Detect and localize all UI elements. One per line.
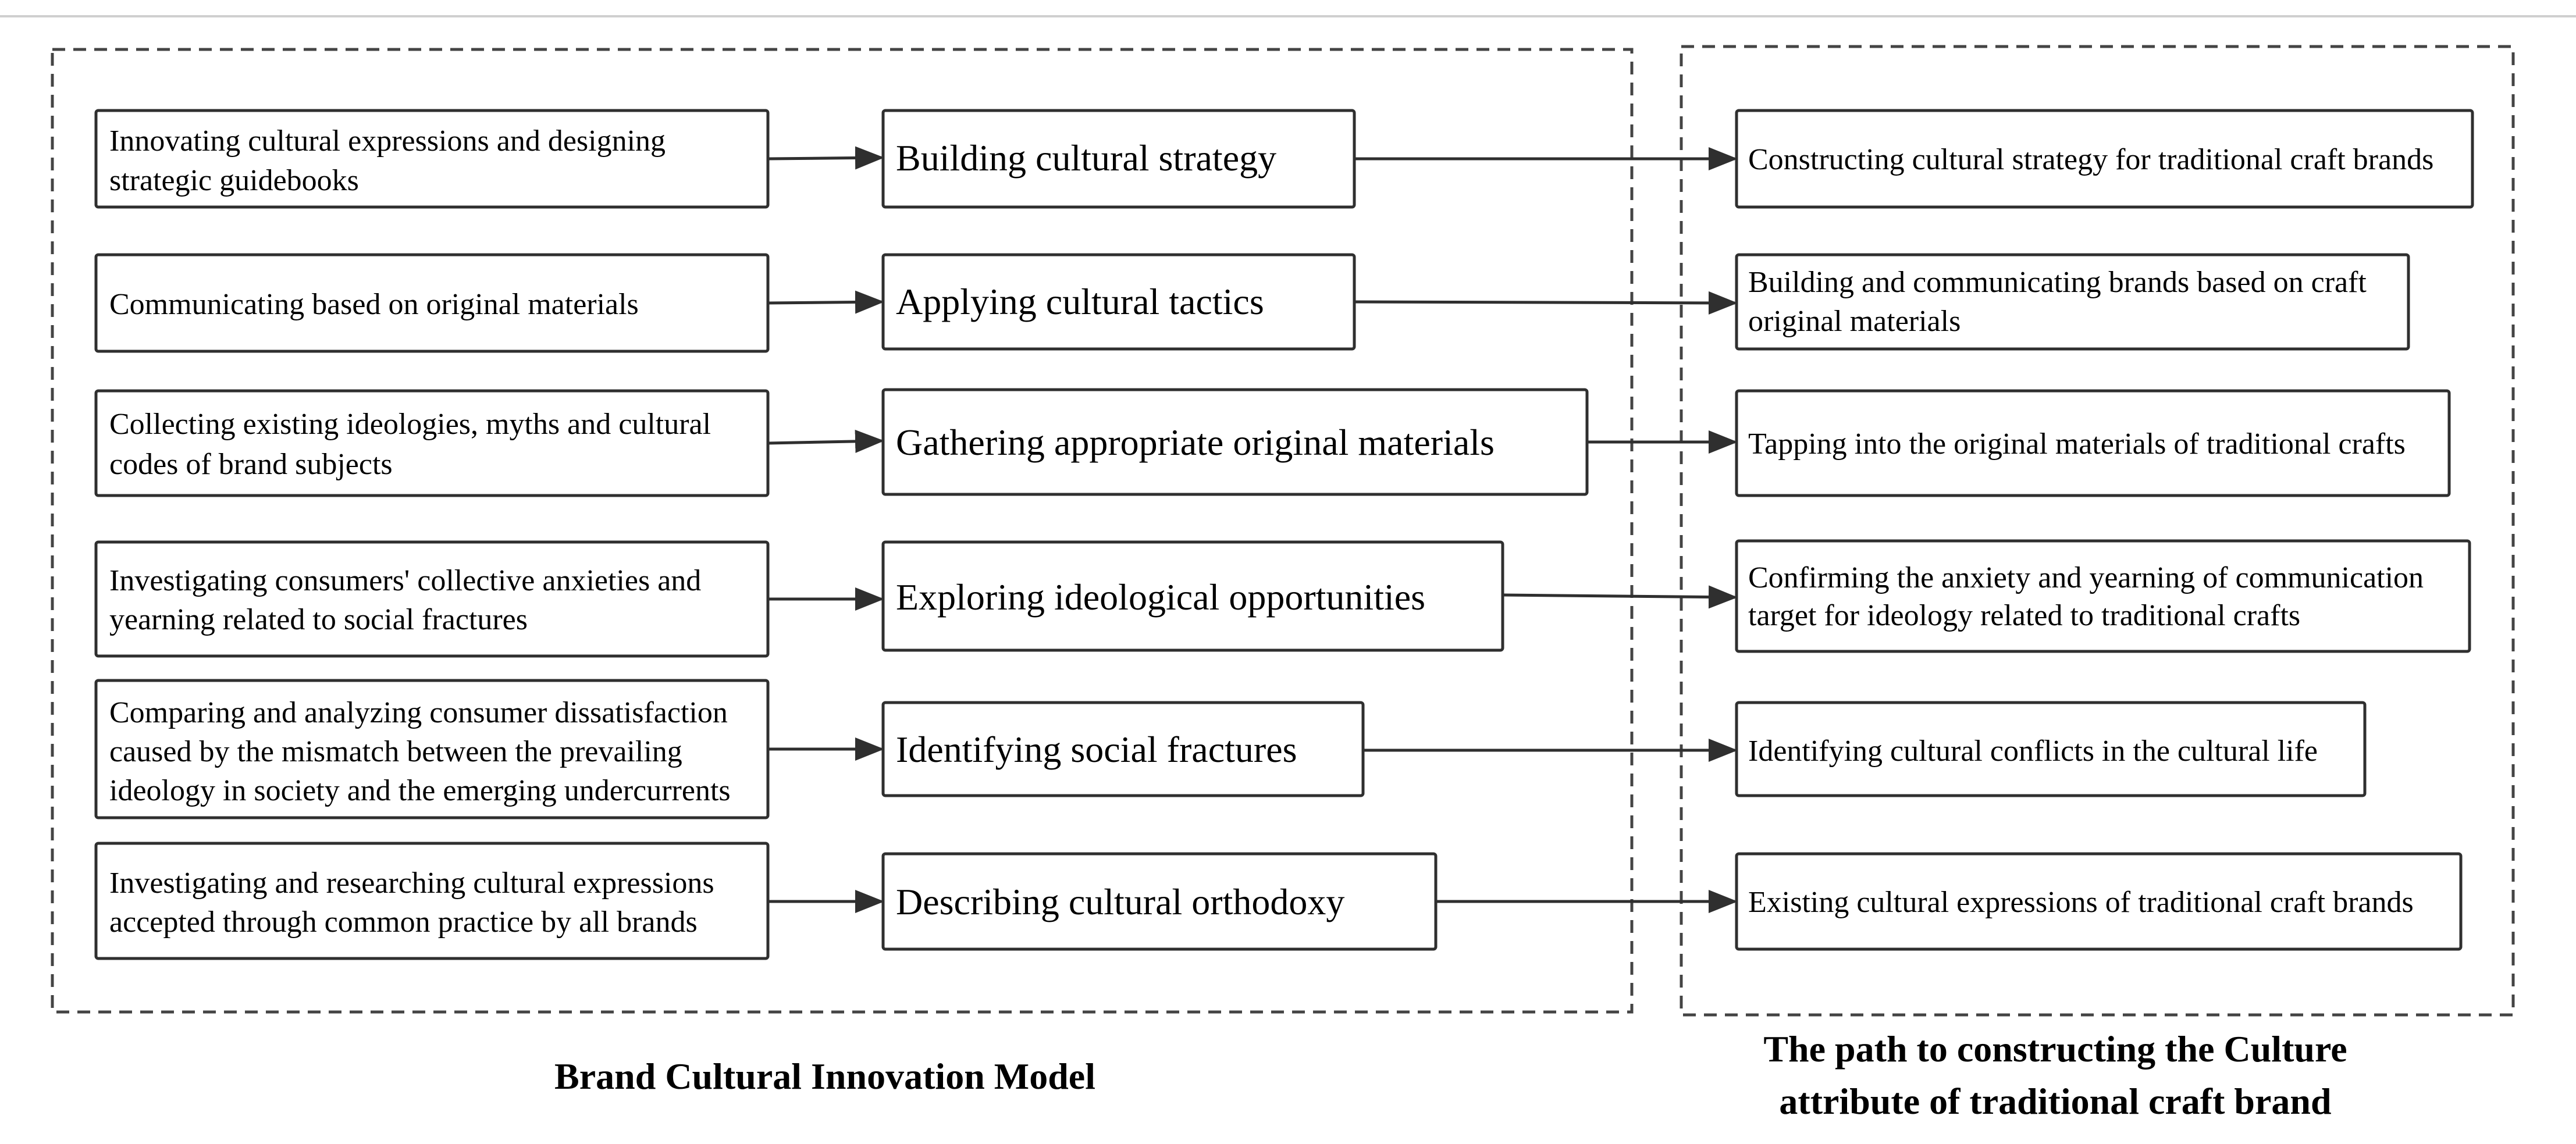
step-text-5: Identifying social fractures	[896, 729, 1297, 770]
path-text-2: Building and communicating brands based …	[1748, 266, 2367, 299]
path-text-4: Confirming the anxiety and yearning of c…	[1748, 561, 2424, 594]
left-panel-frame	[51, 48, 1634, 1014]
method-text-6b: accepted through common practice by all …	[109, 906, 698, 939]
path-box-4	[1735, 539, 2471, 653]
path-text-2b: original materials	[1748, 305, 1961, 338]
path-text-5: Identifying cultural conflicts in the cu…	[1748, 735, 2318, 768]
path-text-3: Tapping into the original materials of t…	[1748, 427, 2406, 461]
path-box-2	[1735, 253, 2410, 351]
path-text-6: Existing cultural expressions of traditi…	[1748, 886, 2414, 919]
left-panel-title: Brand Cultural Innovation Model	[554, 1056, 1095, 1097]
arrow-1a	[767, 146, 884, 170]
row-6: Investigating and researching cultural e…	[94, 842, 2463, 960]
row-3: Collecting existing ideologies, myths an…	[94, 388, 2451, 497]
row-2: Communicating based on original material…	[94, 253, 2410, 353]
step-text-4: Exploring ideological opportunities	[896, 576, 1425, 618]
method-text-3b: codes of brand subjects	[109, 448, 393, 481]
right-panel-title: The path to constructing the Culture	[1763, 1028, 2347, 1070]
path-box-5	[1735, 701, 2367, 797]
step-text-3: Gathering appropriate original materials	[896, 422, 1495, 463]
method-box-6	[94, 842, 770, 960]
arrow-4b	[1502, 585, 1738, 609]
method-text-3: Collecting existing ideologies, myths an…	[109, 408, 711, 441]
method-text-4b: yearning related to social fractures	[109, 603, 528, 636]
arrow-3a	[767, 429, 884, 453]
method-text-5b: caused by the mismatch between the preva…	[109, 735, 682, 768]
path-text-1: Constructing cultural strategy for tradi…	[1748, 143, 2433, 176]
path-box-6	[1735, 852, 2463, 951]
arrow-2b	[1354, 291, 1738, 315]
path-box-3	[1735, 389, 2451, 497]
method-text-5: Comparing and analyzing consumer dissati…	[109, 696, 728, 729]
method-text-1b: strategic guidebooks	[109, 164, 359, 197]
row-4: Investigating consumers' collective anxi…	[94, 539, 2471, 658]
step-text-2: Applying cultural tactics	[896, 281, 1264, 322]
method-box-4	[94, 540, 770, 658]
method-text-5c: ideology in society and the emerging und…	[109, 774, 731, 807]
method-text-6: Investigating and researching cultural e…	[109, 867, 714, 900]
step-text-6: Describing cultural orthodoxy	[896, 881, 1344, 922]
arrow-2a	[767, 290, 884, 314]
path-text-4b: target for ideology related to tradition…	[1748, 599, 2300, 632]
row-1: Innovating cultural expressions and desi…	[94, 109, 2474, 209]
path-box-1	[1735, 109, 2474, 209]
method-text-1: Innovating cultural expressions and desi…	[109, 124, 666, 158]
step-text-1: Building cultural strategy	[896, 137, 1276, 179]
method-text-2: Communicating based on original material…	[109, 288, 639, 321]
method-text-4: Investigating consumers' collective anxi…	[109, 564, 701, 597]
right-panel-title-line2: attribute of traditional craft brand	[1779, 1081, 2331, 1122]
row-5: Comparing and analyzing consumer dissati…	[94, 679, 2367, 819]
